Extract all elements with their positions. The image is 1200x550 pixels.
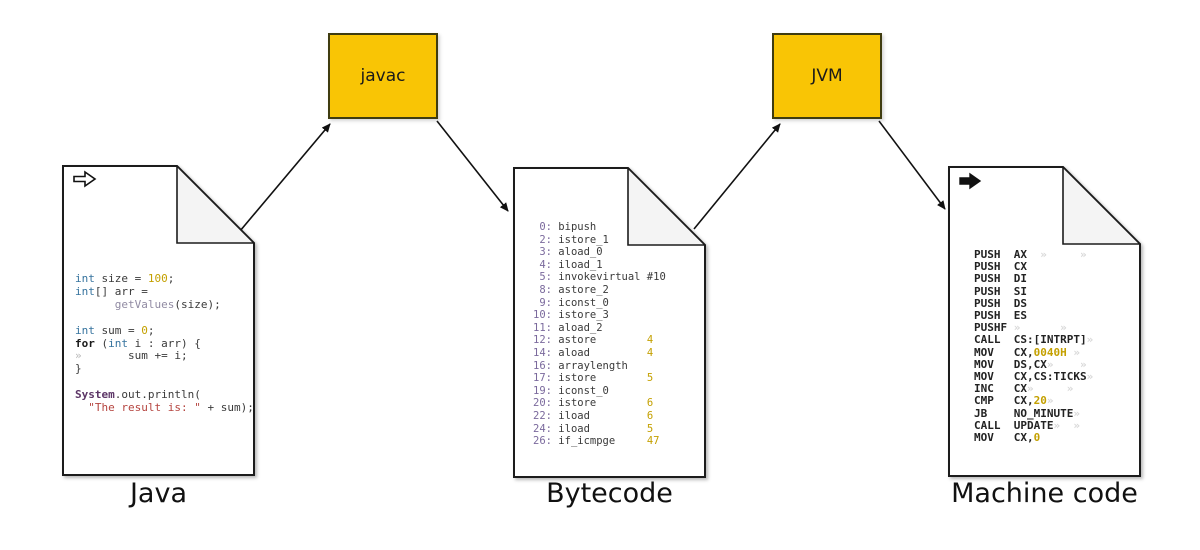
- stage-label-java: Java: [129, 478, 188, 509]
- jvm-box: JVM: [772, 33, 882, 119]
- document-page-shape: [513, 167, 706, 478]
- jvm-box-label: JVM: [811, 66, 843, 86]
- arrow-bytecode-to-jvm: [693, 123, 781, 230]
- document-page-shape: [62, 165, 255, 476]
- document-page-shape: [948, 166, 1141, 477]
- java-code-block: int size = 100;int[] arr = getValues(siz…: [75, 272, 254, 415]
- stage-label-machine-code: Machine code: [951, 478, 1138, 509]
- javac-box: javac: [328, 33, 438, 119]
- folded-corner: [1062, 166, 1141, 245]
- document-bytecode: 0: bipush 2: istore_1 3: aload_0 4: iloa…: [513, 167, 706, 478]
- document-java-source: int size = 100;int[] arr = getValues(siz…: [62, 165, 255, 476]
- arrow-javac-to-bytecode: [436, 120, 509, 212]
- arrow-jvm-to-machinecode: [878, 120, 946, 210]
- open-arrow-icon: [73, 170, 97, 188]
- folded-corner: [176, 165, 255, 244]
- javac-box-label: javac: [360, 66, 406, 86]
- stage-label-bytecode: Bytecode: [546, 478, 673, 509]
- folded-corner: [627, 167, 706, 246]
- bytecode-block: 0: bipush 2: istore_1 3: aload_0 4: iloa…: [533, 221, 666, 448]
- solid-arrow-icon: [959, 172, 982, 190]
